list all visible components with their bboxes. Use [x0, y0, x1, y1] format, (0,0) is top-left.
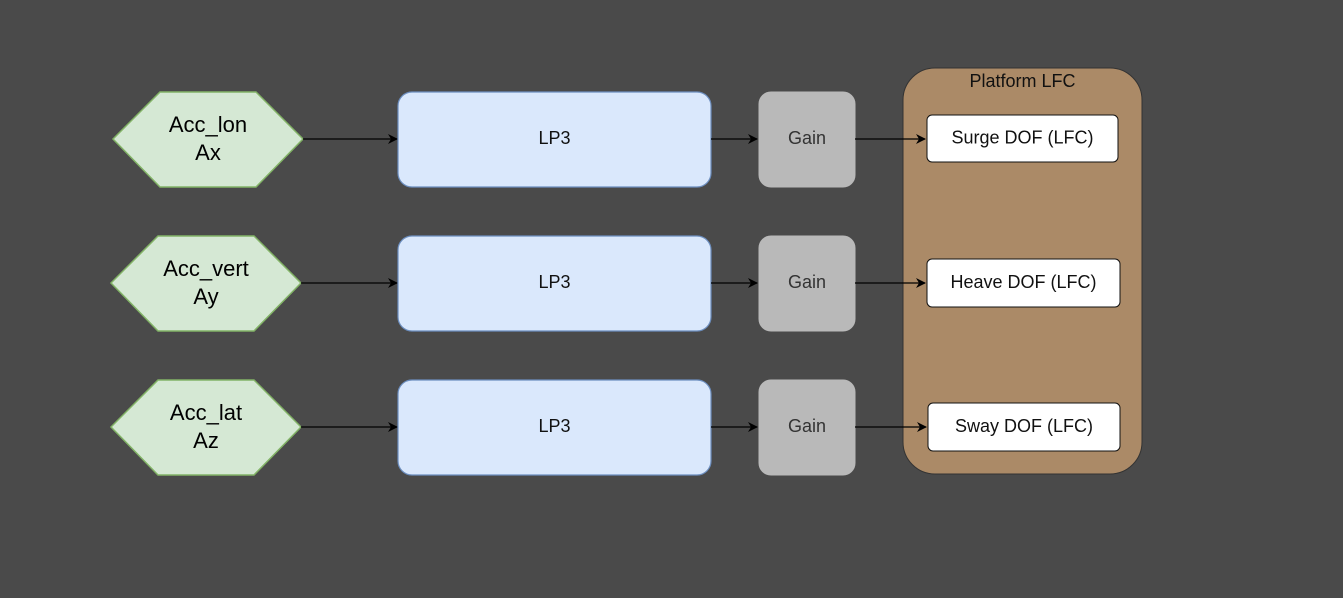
input-sublabel-az: Az — [193, 428, 219, 453]
output-sway-dof[interactable] — [927, 402, 1121, 452]
filter-label-2: LP3 — [538, 272, 570, 292]
gain-label-1: Gain — [788, 128, 826, 148]
input-label-acc-lon: Acc_lon — [169, 112, 247, 137]
input-sublabel-ax: Ax — [195, 140, 221, 165]
output-surge-dof[interactable] — [926, 114, 1119, 163]
output-label-surge: Surge DOF (LFC) — [951, 127, 1093, 147]
row-lateral: Acc_lat Az LP3 Gain Sway DOF (LFC) — [109, 379, 1121, 476]
gain-label-2: Gain — [788, 272, 826, 292]
row-vertical: Acc_vert Ay LP3 Gain Heave DOF (LFC) — [109, 235, 1121, 332]
filter-label-3: LP3 — [538, 416, 570, 436]
input-sublabel-ay: Ay — [193, 284, 218, 309]
gain-label-3: Gain — [788, 416, 826, 436]
output-label-heave: Heave DOF (LFC) — [950, 272, 1096, 292]
output-label-sway: Sway DOF (LFC) — [955, 416, 1093, 436]
input-label-acc-lat: Acc_lat — [170, 400, 242, 425]
filter-label-1: LP3 — [538, 128, 570, 148]
output-heave-dof[interactable] — [926, 258, 1121, 308]
input-label-acc-vert: Acc_vert — [163, 256, 249, 281]
row-longitudinal: Acc_lon Ax LP3 Gain Surge DOF (LFC) — [111, 91, 1119, 188]
platform-lfc-title: Platform LFC — [969, 71, 1075, 91]
